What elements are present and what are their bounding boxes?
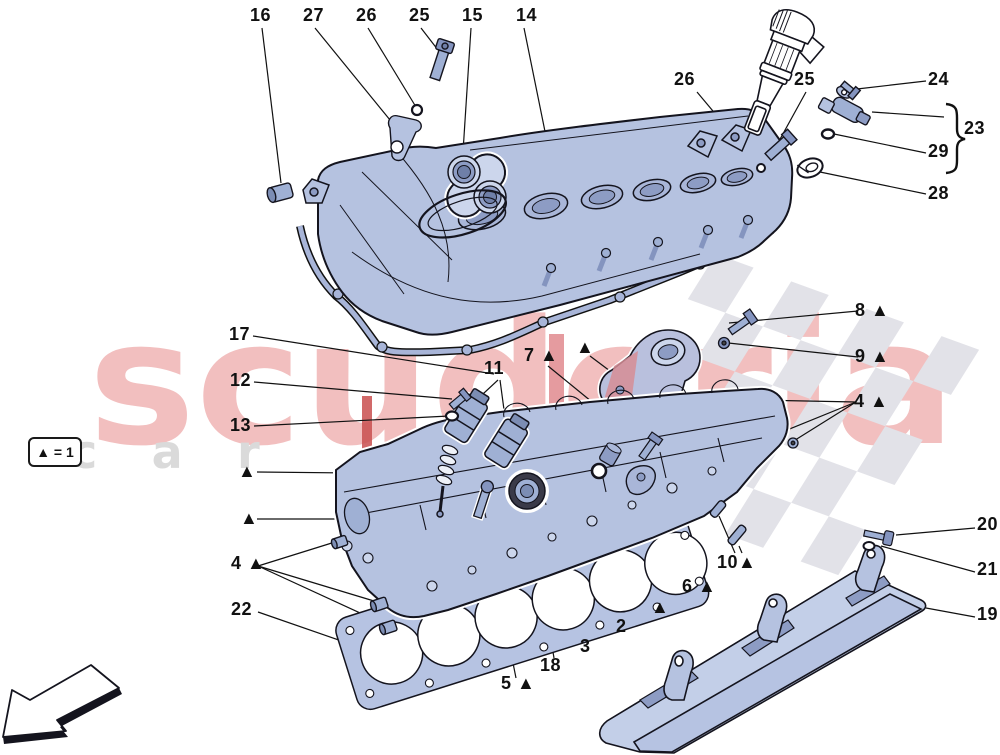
solenoid-valves <box>435 387 530 518</box>
heat-shield-part <box>598 529 927 754</box>
callout-28: 28 <box>928 183 950 203</box>
callout-29: 29 <box>928 141 950 161</box>
sensor-oring-29 <box>820 128 836 140</box>
solenoid-washer-13 <box>444 410 460 422</box>
callout-11: 11 <box>484 358 505 378</box>
head-stud <box>471 480 494 521</box>
red-accent-bar <box>362 396 372 480</box>
callout-20: 20 <box>977 514 999 534</box>
camshaft-seal <box>505 469 549 513</box>
callout-27: 27 <box>303 5 325 25</box>
callout-triangle-bracket: ▲ <box>576 337 595 357</box>
camshaft-sensor <box>756 80 871 179</box>
shield-bolt-20 <box>862 529 895 547</box>
coil-bolt-25 <box>764 128 798 162</box>
callout-14: 14 <box>516 5 538 25</box>
solenoid-bolt-12 <box>448 387 473 411</box>
callout-26-top: 26 <box>356 5 378 25</box>
callout-17: 17 <box>229 324 251 344</box>
callout-24: 24 <box>928 69 950 89</box>
callout-4-left: 4 ▲ <box>231 553 266 573</box>
ignition-coil <box>743 9 825 136</box>
callout-triangle-left-1: ▲ <box>238 461 257 481</box>
callout-25-coil: 25 <box>794 69 816 89</box>
callout-13: 13 <box>230 415 252 435</box>
callout-22: 22 <box>231 599 253 619</box>
callout-26-coil: 26 <box>674 69 696 89</box>
plug-2 <box>599 442 622 467</box>
shield-washer-21 <box>862 541 876 551</box>
cam-cover-part <box>302 107 794 336</box>
callout-15: 15 <box>462 5 484 25</box>
coil-oring-26 <box>756 163 766 173</box>
callout-16: 16 <box>250 5 272 25</box>
brace-23 <box>945 102 966 175</box>
direction-arrow <box>2 664 122 744</box>
bolt-6 <box>638 431 664 461</box>
callout-25-top: 25 <box>409 5 431 25</box>
callout-triangle-left-2: ▲ <box>240 508 259 528</box>
callout-12: 12 <box>230 370 252 390</box>
red-accent-bar-2 <box>549 334 564 406</box>
callout-3: 3 <box>580 636 591 656</box>
callout-2: 2 <box>616 616 627 636</box>
callout-5: 5 ▲ <box>501 673 536 693</box>
callout-23: 23 <box>964 118 986 138</box>
callout-8: 8 ▲ <box>855 300 890 320</box>
callout-21: 21 <box>977 559 999 579</box>
callout-6: 6 ▲ <box>682 576 717 596</box>
oring-3 <box>590 462 608 480</box>
left-small-parts <box>266 38 747 636</box>
callout-19: 19 <box>977 604 999 624</box>
oil-filler-flange <box>418 151 509 239</box>
callout-triangle-bottom: ▲ <box>651 597 670 617</box>
callout-10: 10▲ <box>717 552 757 572</box>
callout-4-right: 4 ▲ <box>854 391 889 411</box>
callout-18: 18 <box>540 655 562 675</box>
quantity-legend: ▲ = 1 <box>28 437 82 467</box>
head-gasket-part <box>335 513 710 711</box>
callout-9: 9 ▲ <box>855 346 890 366</box>
callout-7: 7 ▲ <box>524 345 559 365</box>
sensor-bolt-24 <box>839 80 862 101</box>
retainer-clip-28 <box>796 157 824 179</box>
